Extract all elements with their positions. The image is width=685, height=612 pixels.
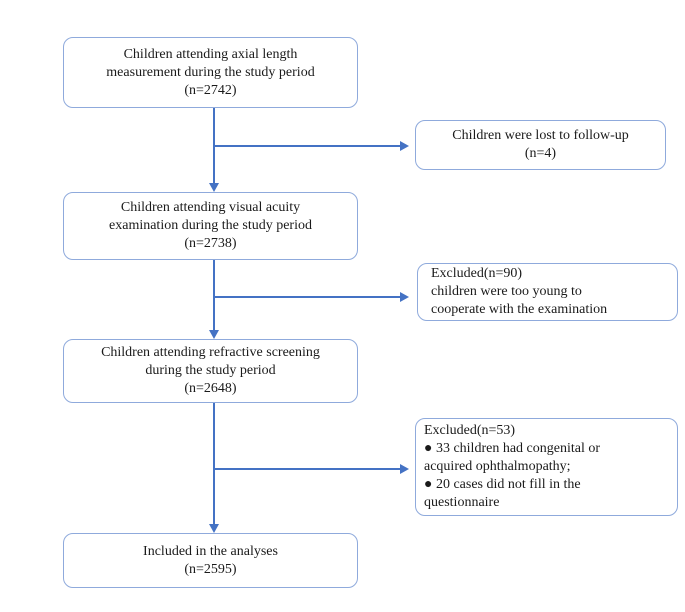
connector-line: [213, 260, 215, 330]
connector-line: [214, 145, 400, 147]
arrow-down-icon: [209, 330, 219, 339]
box-text-line: Children attending axial length: [123, 46, 298, 62]
box-excluded-too-young: Excluded(n=90) children were too young t…: [417, 263, 678, 321]
box-text-line: measurement during the study period: [106, 64, 315, 80]
connector-line: [213, 403, 215, 524]
box-text-line: ● 33 children had congenital or: [424, 441, 601, 456]
box-text-line: during the study period: [145, 363, 276, 378]
box-included-in-analyses: Included in the analyses (n=2595): [63, 533, 358, 588]
arrow-right-icon: [400, 292, 409, 302]
box-text-line: (n=2595): [184, 561, 237, 577]
box-excluded-ophthalmopathy-questionnaire: Excluded(n=53) ● 33 children had congeni…: [415, 418, 678, 516]
box-text-line: Included in the analyses: [143, 543, 278, 559]
arrow-right-icon: [400, 141, 409, 151]
box-text-line: (n=2648): [184, 381, 237, 396]
box-text-line: (n=2738): [184, 236, 237, 251]
box-axial-length-measurement: Children attending axial length measurem…: [63, 37, 358, 108]
arrow-down-icon: [209, 524, 219, 533]
box-text-line: Children were lost to follow-up: [452, 128, 629, 143]
box-text-line: Children attending refractive screening: [101, 345, 320, 360]
connector-line: [214, 296, 400, 298]
box-text-line: cooperate with the examination: [431, 302, 608, 317]
arrow-right-icon: [400, 464, 409, 474]
box-text-line: ● 20 cases did not fill in the: [424, 477, 581, 492]
box-text-line: Children attending visual acuity: [120, 200, 301, 215]
box-refractive-screening: Children attending refractive screening …: [63, 339, 358, 403]
box-text-line: acquired ophthalmopathy;: [424, 459, 571, 474]
connector-line: [214, 468, 400, 470]
box-text-line: Excluded(n=90): [431, 266, 523, 281]
box-text-line: Excluded(n=53): [424, 423, 516, 438]
box-text-line: examination during the study period: [109, 218, 312, 233]
arrow-down-icon: [209, 183, 219, 192]
box-lost-to-followup: Children were lost to follow-up (n=4): [415, 120, 666, 170]
box-text-line: (n=2742): [184, 82, 237, 98]
box-text-line: questionnaire: [424, 495, 500, 510]
box-text-line: children were too young to: [431, 284, 582, 299]
box-text-line: (n=4): [524, 146, 557, 161]
box-visual-acuity-examination: Children attending visual acuity examina…: [63, 192, 358, 260]
